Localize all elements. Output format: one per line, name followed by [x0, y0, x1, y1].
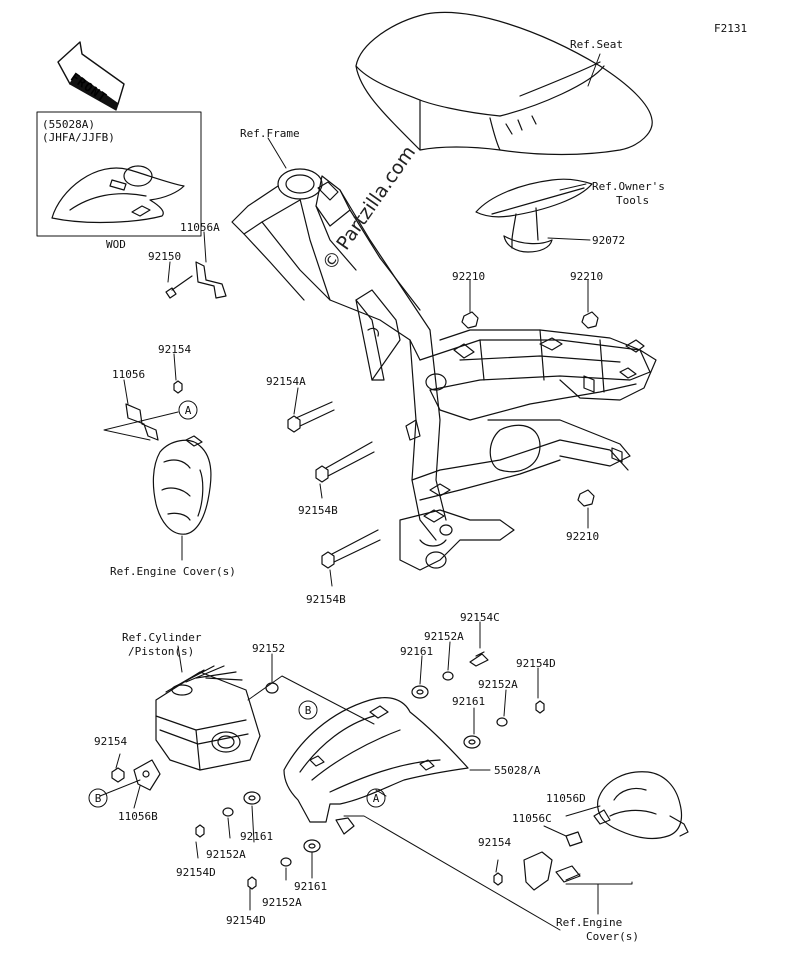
part-11056a: 11056A: [180, 221, 220, 234]
frame-icon: [123, 165, 657, 571]
part-92161-a: 92161: [400, 645, 434, 658]
part-92154d-b: 92154D: [176, 866, 216, 879]
part-92161-d: 92161: [294, 880, 328, 893]
part-92072: 92072: [592, 234, 626, 247]
part-92152: 92152: [252, 642, 286, 655]
part-11056d: 11056D: [546, 792, 586, 805]
part-92210-b: 92210: [570, 270, 604, 283]
engine-cover-right-icon: [593, 771, 689, 840]
ref-cylinder-label-1: Ref.Cylinder: [122, 631, 202, 644]
part-92154b-b: 92154B: [306, 593, 346, 606]
part-92161-c: 92161: [240, 830, 274, 843]
leader-lines: [99, 53, 633, 931]
ref-seat-label: Ref.Seat: [570, 38, 623, 51]
part-92154c: 92154C: [460, 611, 500, 624]
ref-owners-tools-label-1: Ref.Owner's: [592, 180, 665, 193]
seat-icon: [355, 11, 653, 156]
hardware-92161-icon: [195, 651, 545, 890]
callout-a-guard: A: [372, 792, 380, 805]
ref-engine-cover-right-label-2: Cover(s): [586, 930, 639, 943]
part-92154d-a: 92154D: [516, 657, 556, 670]
bolt-92154-icon: [173, 380, 381, 569]
part-92154-mid: 92154: [94, 735, 128, 748]
ref-engine-cover-left-label: Ref.Engine Cover(s): [110, 565, 236, 578]
ref-engine-cover-right-label-1: Ref.Engine: [556, 916, 623, 929]
ref-owners-tools-label-2: Tools: [616, 194, 650, 207]
ref-cylinder-label-2: /Piston(s): [128, 645, 195, 658]
part-92154a: 92154A: [266, 375, 306, 388]
part-92161-b: 92161: [452, 695, 486, 708]
part-92210-c: 92210: [566, 530, 600, 543]
part-92154-bot: 92154: [478, 836, 512, 849]
inset-line-2: (JHFA/JJFB): [42, 131, 115, 144]
part-92154d-c: 92154D: [226, 914, 266, 927]
part-92150: 92150: [148, 250, 182, 263]
part-92154b-a: 92154B: [298, 504, 338, 517]
part-92152a-d: 92152A: [262, 896, 302, 909]
part-92152a-c: 92152A: [206, 848, 246, 861]
part-92154-top: 92154: [158, 343, 192, 356]
washer-92152-icon: [265, 682, 279, 694]
part-92210-a: 92210: [452, 270, 486, 283]
front-arrow-icon: [57, 41, 125, 111]
engine-guard-55028a-icon: [283, 697, 469, 835]
callout-b-bracket: B: [94, 792, 102, 805]
engine-cover-left-icon: [125, 403, 212, 535]
inset-frame: [36, 111, 202, 237]
inset-caption: WOD: [106, 238, 126, 251]
part-11056c: 11056C: [512, 812, 552, 825]
bracket-11056c-icon: [493, 831, 583, 891]
callout-a-upper: A: [184, 404, 192, 417]
bracket-11056a-icon: [165, 261, 227, 299]
callout-b-guard: B: [304, 704, 312, 717]
part-92152a-b: 92152A: [478, 678, 518, 691]
inset-guard-icon: [51, 167, 185, 224]
part-92152a-a: 92152A: [424, 630, 464, 643]
part-11056: 11056: [112, 368, 146, 381]
ref-frame-label: Ref.Frame: [240, 127, 300, 140]
part-55028a: 55028/A: [494, 764, 541, 777]
tool-kit-icon: [475, 178, 593, 253]
callout-circles: [88, 400, 386, 808]
nut-92210-icon: [461, 311, 599, 507]
figure-code: F2131: [714, 22, 748, 35]
inset-line-1: (55028A): [42, 118, 95, 131]
part-11056b: 11056B: [118, 810, 158, 823]
cylinder-icon: [155, 665, 261, 771]
bracket-11056b-icon: [111, 759, 161, 791]
